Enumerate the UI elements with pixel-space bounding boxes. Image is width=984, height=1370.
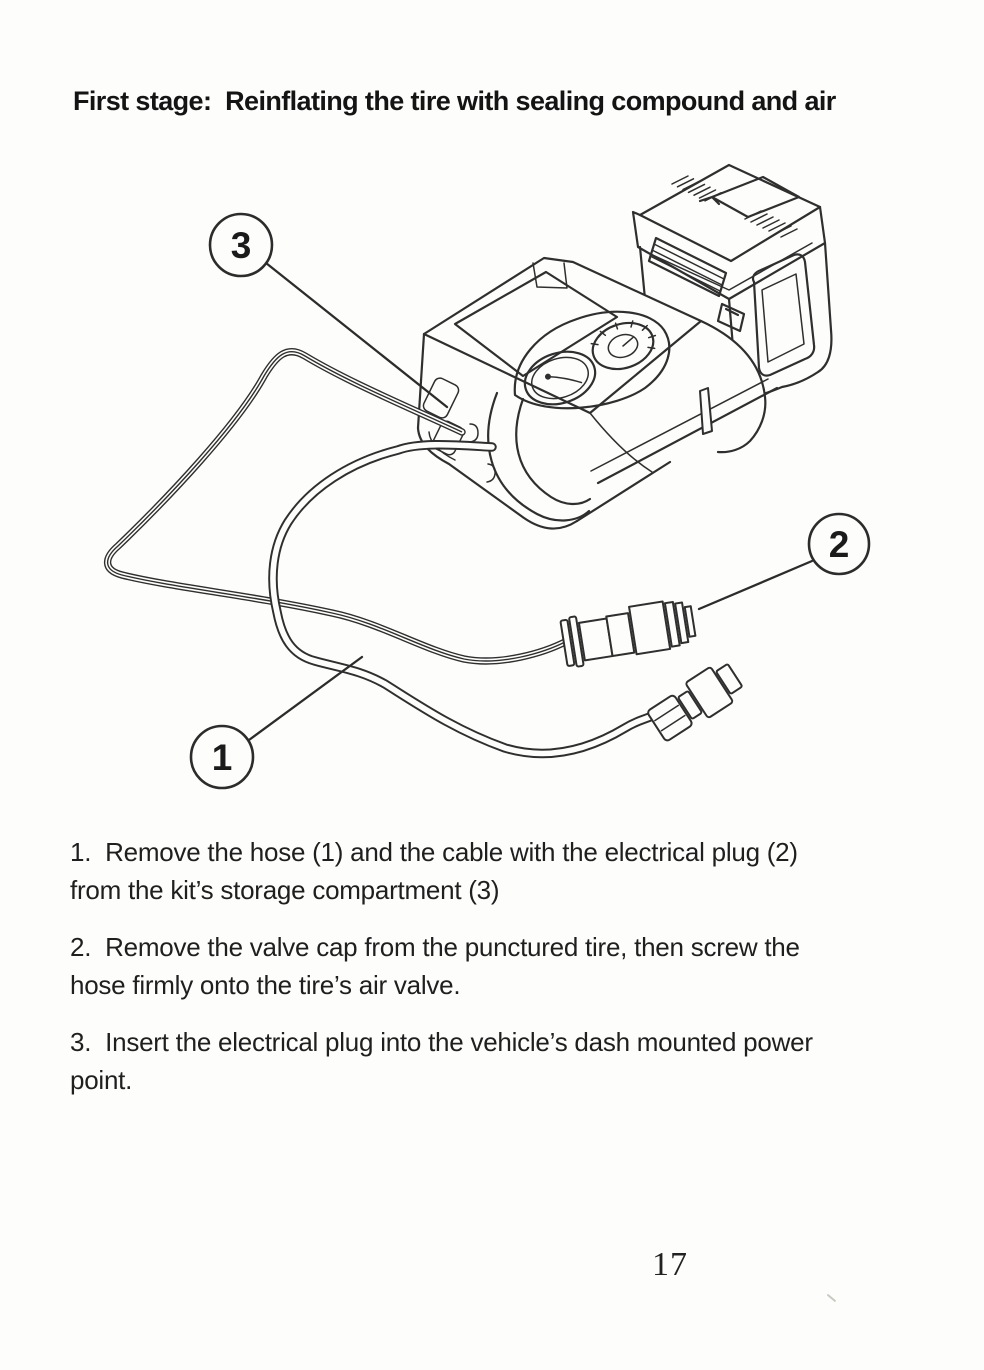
scan-artifact bbox=[826, 1293, 837, 1303]
callout-3-label: 3 bbox=[231, 225, 252, 266]
callout-2-label: 2 bbox=[829, 524, 850, 565]
instruction-step-1: 1. Remove the hose (1) and the cable wit… bbox=[70, 833, 798, 909]
pressure-gauge bbox=[523, 350, 597, 406]
instruction-step-3-line-1: 3. Insert the electrical plug into the v… bbox=[70, 1027, 813, 1057]
callout-2-circle bbox=[807, 512, 871, 576]
instruction-step-2-line-2: hose firmly onto the tire’s air valve. bbox=[70, 970, 461, 1000]
page-number: 17 bbox=[652, 1246, 688, 1283]
instruction-step-3-line-2: point. bbox=[70, 1065, 133, 1095]
hose-valve-connector bbox=[647, 663, 743, 742]
page-title: First stage: Reinflating the tire with s… bbox=[73, 86, 836, 116]
control-knob bbox=[590, 320, 657, 371]
callout-1-circle bbox=[189, 724, 255, 790]
label-panel bbox=[453, 270, 619, 378]
power-plug bbox=[559, 600, 697, 668]
instruction-step-1-line-1: 1. Remove the hose (1) and the cable wit… bbox=[70, 837, 798, 867]
base-deck bbox=[590, 378, 779, 485]
callout-2: 2 bbox=[697, 512, 871, 611]
instruction-step-2-line-1: 2. Remove the valve cap from the punctur… bbox=[70, 932, 800, 962]
callout-1: 1 bbox=[189, 655, 364, 790]
callout-3-circle bbox=[208, 212, 274, 278]
air-hose bbox=[268, 440, 657, 759]
power-cable bbox=[103, 347, 571, 665]
instruction-step-1-line-2: from the kit’s storage compartment (3) bbox=[70, 875, 500, 905]
callout-2-leader-line bbox=[697, 559, 814, 611]
callout-1-leader-line bbox=[247, 655, 364, 742]
callout-3-leader-line bbox=[264, 261, 449, 409]
callout-1-label: 1 bbox=[212, 737, 233, 778]
instruction-step-3: 3. Insert the electrical plug into the v… bbox=[70, 1023, 813, 1099]
instruction-step-2: 2. Remove the valve cap from the punctur… bbox=[70, 928, 800, 1004]
callout-3: 3 bbox=[208, 212, 449, 409]
tire-kit-diagram: 3 2 1 bbox=[103, 161, 871, 790]
